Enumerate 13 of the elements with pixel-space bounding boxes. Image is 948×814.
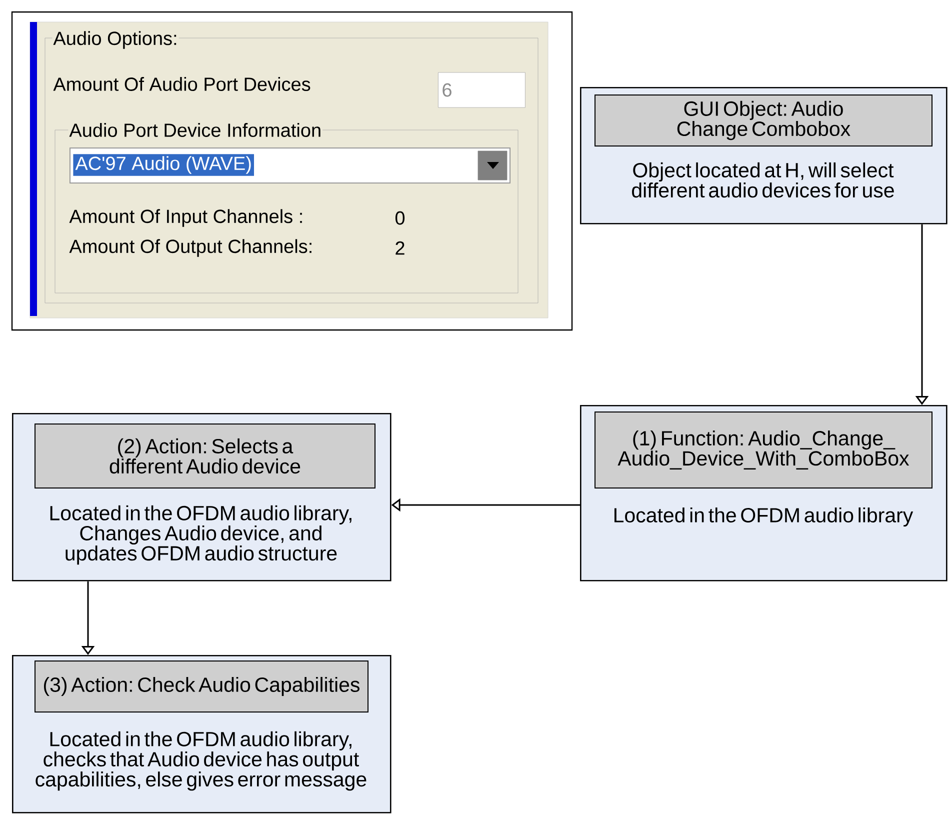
field-value: 2 [396, 241, 404, 255]
field-label: Amount Of Audio Port Devices [53, 77, 310, 91]
field-label: Audio Options: [52, 30, 179, 50]
input-field: 6 [438, 72, 526, 108]
field-label: Audio Port Device Information [68, 122, 323, 138]
field-label: Amount Of Output Channels: [69, 239, 312, 257]
process-box: (2) Action: Selects a different Audio device Located in the OFDM audio library, Changes Audio device, and updates OFDM audio structure [12, 413, 392, 582]
process-box: (1) Function: Audio_Change_ Audio_Device_With_ComboBox Located in the OFDM audio library [580, 405, 948, 582]
field-label: Amount Of Input Channels : [69, 209, 302, 227]
dropdown-field: AC'97 Audio (WAVE) [70, 148, 510, 184]
process-box: GUI Object: Audio Change Combobox Object located at H, will select different audio devices for use [580, 87, 948, 224]
process-box: (3) Action: Check Audio Capabilities Located in the OFDM audio library, checks that Audio device has output capabilities, else gives error message [12, 655, 392, 814]
field-value: 0 [395, 211, 405, 225]
